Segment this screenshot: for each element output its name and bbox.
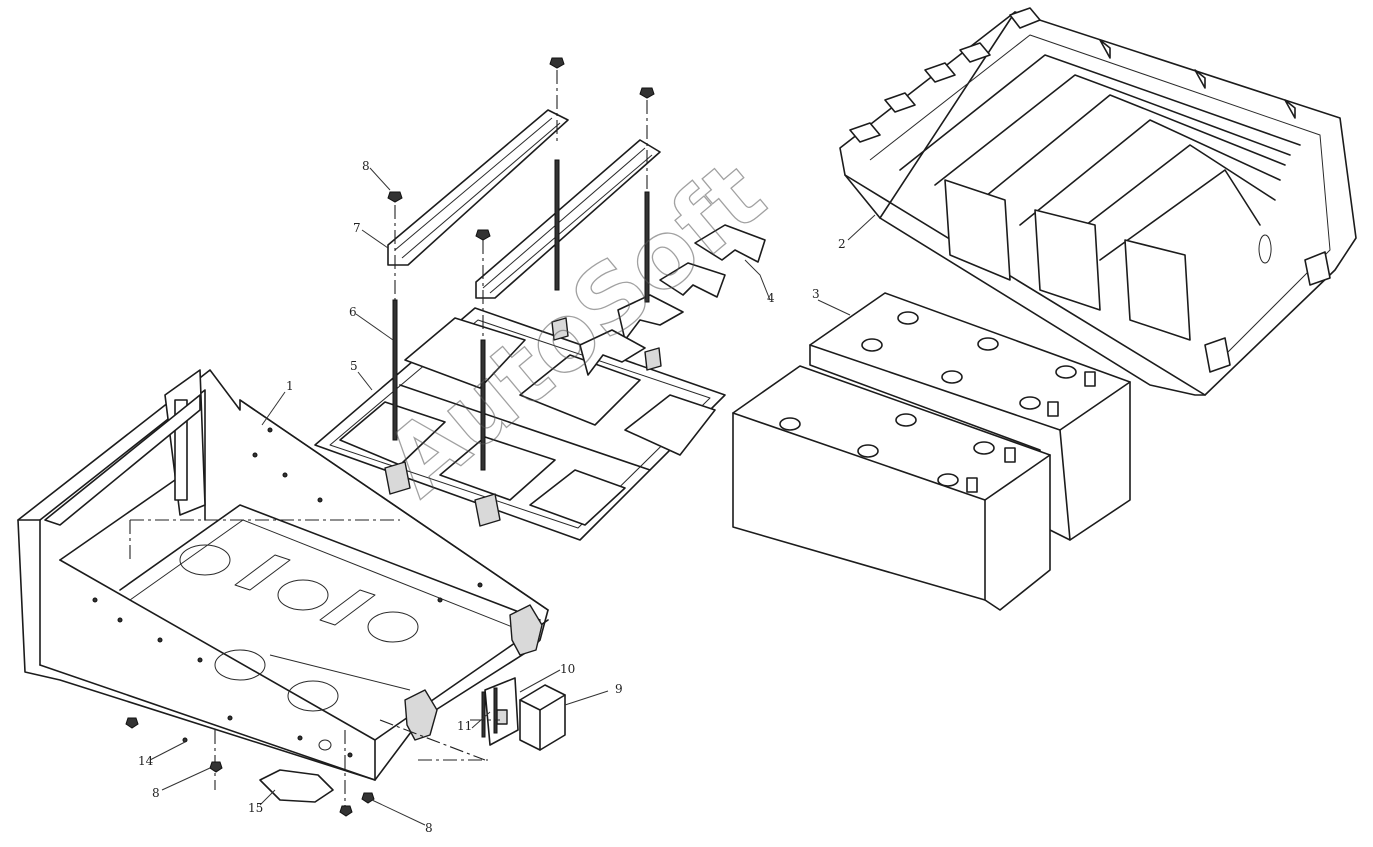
callout-3: 3 xyxy=(812,287,820,301)
callout-5: 5 xyxy=(350,359,358,373)
callout-11: 11 xyxy=(457,719,472,733)
hold-down-bars xyxy=(387,109,661,299)
bracket-holes xyxy=(92,427,483,758)
battery-cover xyxy=(839,7,1357,396)
callout-8-bottom: 8 xyxy=(425,821,433,835)
callout-9: 9 xyxy=(615,682,623,696)
callout-2: 2 xyxy=(838,237,846,251)
loose-fasteners xyxy=(125,717,375,817)
callout-8-top: 8 xyxy=(362,159,370,173)
battery-front xyxy=(732,365,1051,611)
junction-box-assembly xyxy=(481,677,566,751)
callout-10: 10 xyxy=(560,662,575,676)
callout-14: 14 xyxy=(138,754,154,768)
callout-15: 15 xyxy=(248,801,263,815)
callout-1: 1 xyxy=(286,379,294,393)
callout-4: 4 xyxy=(767,291,775,305)
callout-6: 6 xyxy=(349,305,357,319)
gasket-plate xyxy=(259,769,334,803)
battery-tray-frame xyxy=(314,307,726,541)
callout-8-left: 8 xyxy=(152,786,160,800)
clamp-plates xyxy=(579,224,766,376)
center-lines xyxy=(129,519,500,810)
callout-labels: 1 2 3 4 5 6 7 8 8 8 9 10 11 14 15 xyxy=(138,159,846,835)
tie-rods xyxy=(387,57,655,471)
callout-7: 7 xyxy=(353,221,361,235)
battery-bracket xyxy=(17,369,549,781)
leader-lines xyxy=(149,167,876,826)
